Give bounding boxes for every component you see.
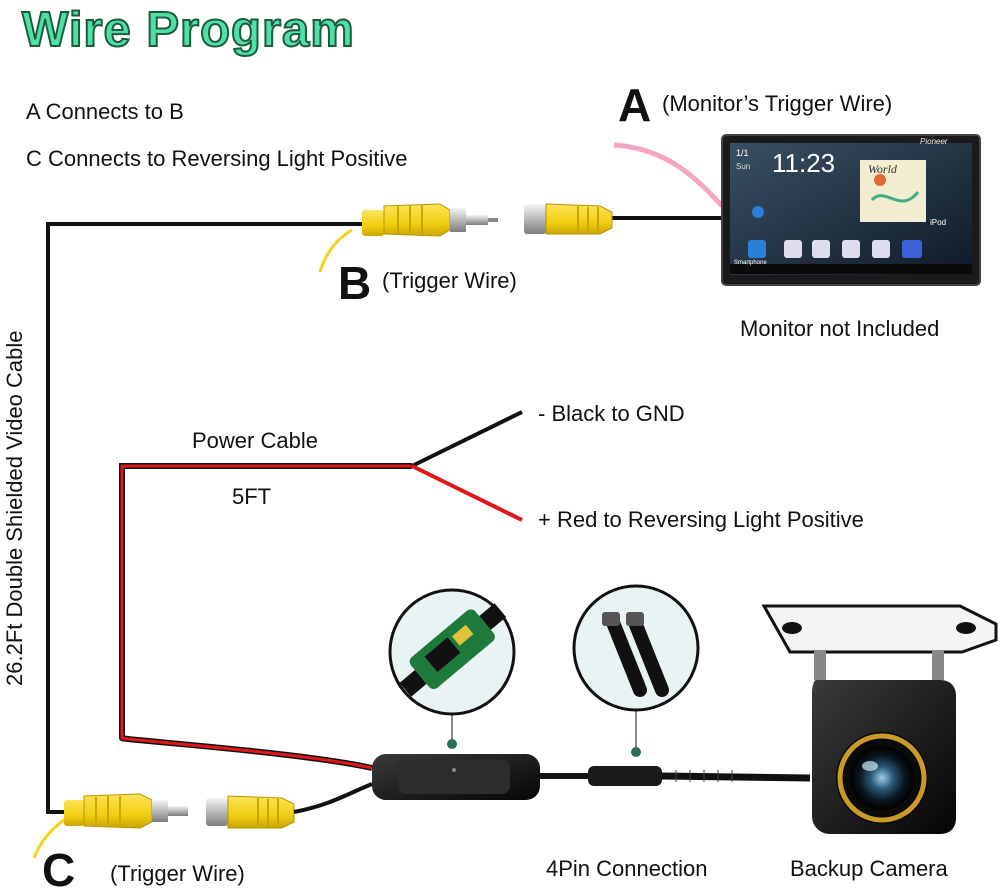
label-a-letter: A [618,79,652,131]
rca-male-top [318,203,498,273]
monitor-date: 1/1 [736,148,749,158]
power-length-label: 5FT [232,484,272,509]
monitor-device [721,134,981,286]
note-a-to-b: A Connects to B [26,99,184,124]
monitor-day: Sun [736,162,751,171]
video-cable [46,222,362,814]
monitor-album: World [868,162,897,176]
rca-male-bottom [32,793,188,859]
label-b-desc: (Trigger Wire) [382,268,517,293]
power-cable-label: Power Cable [192,428,318,453]
4pin-connection-label: 4Pin Connection [546,856,708,881]
backup-camera-device [761,604,998,834]
control-box [372,754,540,800]
backup-camera-label: Backup Camera [790,856,948,881]
4pin-connector-callout [572,584,700,757]
monitor-trigger-wire [613,142,724,208]
monitor-brand: Pioneer [920,137,948,146]
rca-female-top [524,203,613,235]
label-c-letter: C [42,844,76,896]
label-b-letter: B [338,257,372,309]
monitor-source: iPod [930,218,947,227]
positive-wire-red [411,464,523,522]
red-wire-label: + Red to Reversing Light Positive [538,507,864,532]
ground-wire-black [411,410,523,468]
black-wire-label: - Black to GND [538,401,685,426]
video-cable-label: 26.2Ft Double Shielded Video Cable [2,330,27,686]
note-c-to-reverse: C Connects to Reversing Light Positive [26,146,408,171]
label-c-desc: (Trigger Wire) [110,861,245,886]
monitor-app-label: Smartphone [734,260,767,266]
rca-female-bottom [206,795,295,829]
monitor-time: 11:23 [772,148,836,178]
monitor-caption: Monitor not Included [740,316,940,341]
label-a-desc: (Monitor’s Trigger Wire) [662,91,893,116]
page-title: Wire Program [21,2,355,58]
control-board-callout [388,588,516,749]
